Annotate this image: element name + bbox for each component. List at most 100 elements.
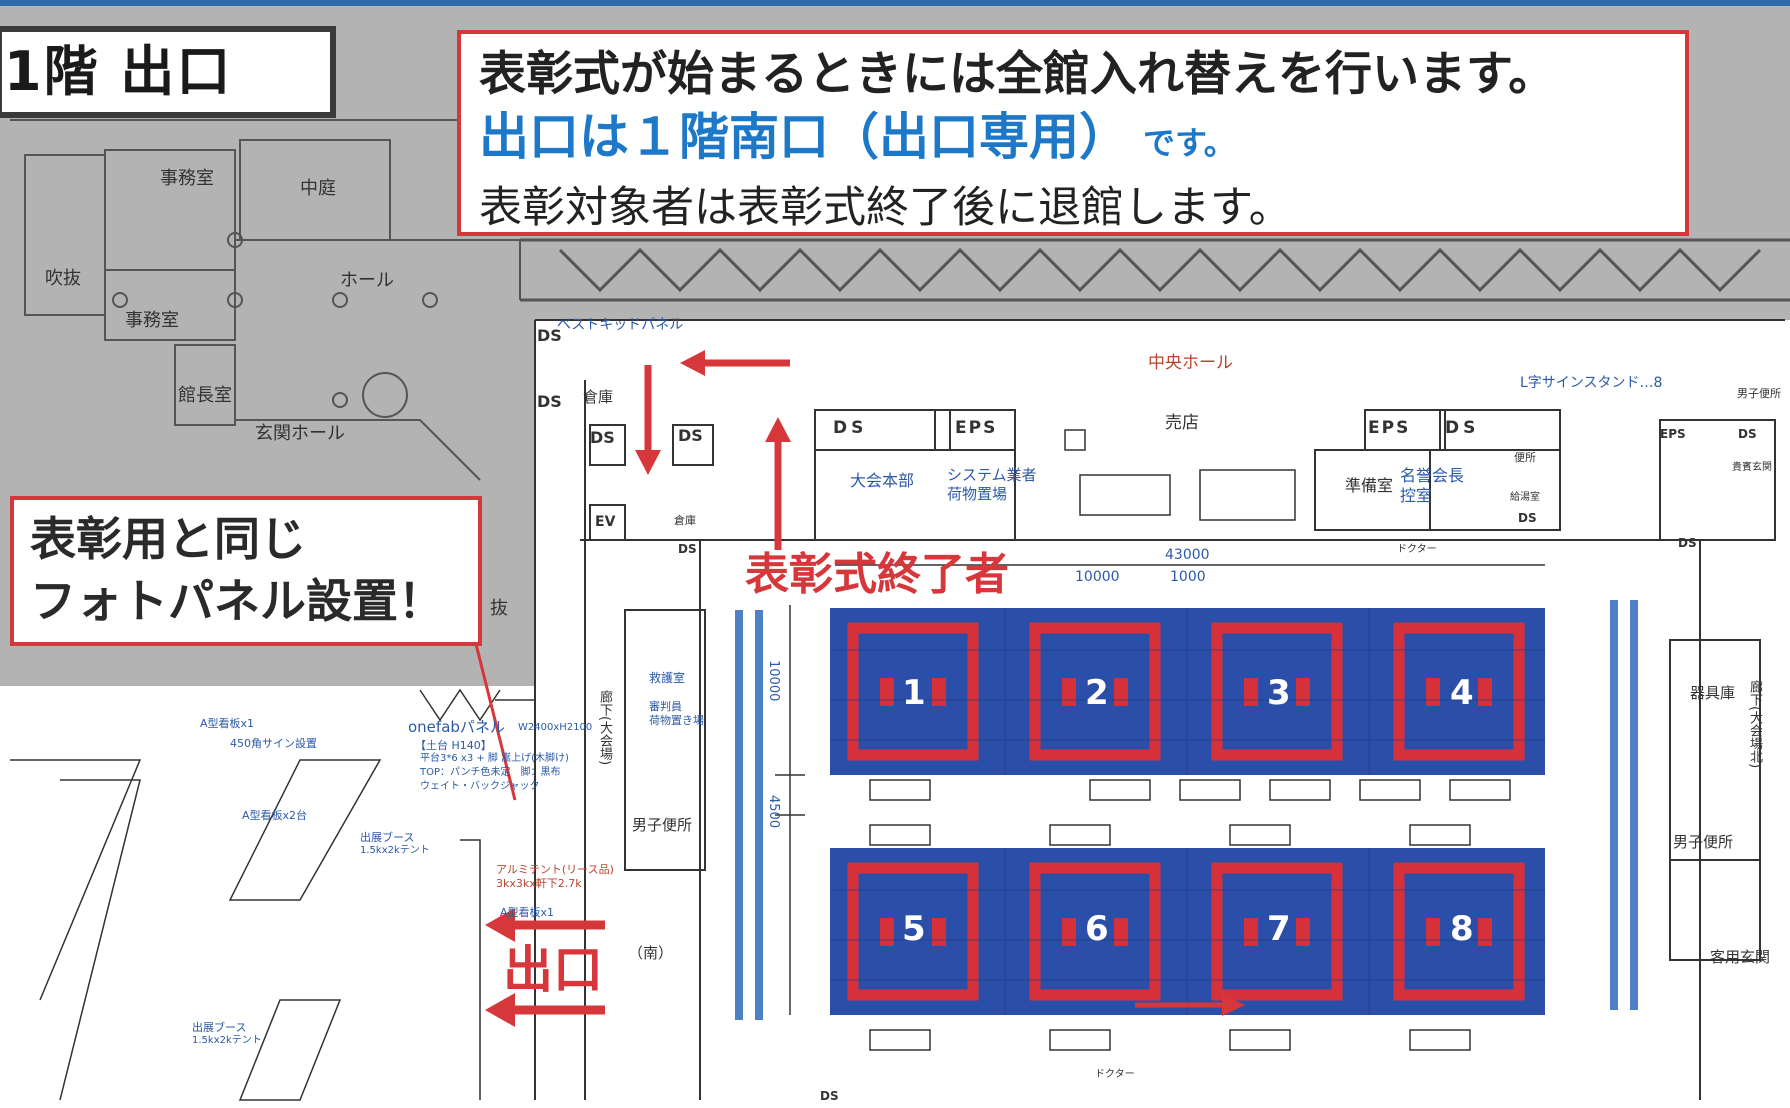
room-label: （南） [628,944,674,962]
pillar [332,392,348,408]
ds-box-4 [672,424,714,466]
room-label: 抜 [490,598,508,619]
note-label: 平台3*6 x3 + 脚 嵩上げ(木脚け) [420,753,569,764]
tables [869,429,1511,1051]
room-label: 廊下(大会場北) [1747,680,1762,769]
room-label: 倉庫 [583,388,614,406]
pillar [422,292,438,308]
room-label: 準備室 [1345,476,1394,495]
pillar [227,292,243,308]
photo-note-line-1: 表彰用と同じ [30,512,306,566]
notice-exit-suffix: です。 [1143,124,1236,162]
ds-label: DS [833,418,868,438]
note-label: A型看板x1 [500,906,555,919]
dimension-label: 43000 [1165,547,1210,563]
room-label: ドクター [1397,544,1437,555]
court-marks [880,678,1492,946]
floor-title: 1階 出口 [0,26,336,118]
room-label: システム業者 荷物置場 [947,466,1037,503]
first-aid-block [624,609,706,871]
note-label: 出展ブース [192,1021,247,1034]
photo-panel-note: 表彰用と同じ フォトパネル設置！ [10,496,482,646]
room-label: 審判員 荷物置き場 [649,700,704,727]
exit-arrow-1-head [485,908,515,942]
ds-label: DS [678,426,703,445]
ds-label: DS [1738,427,1757,441]
pillar [227,232,243,248]
honorary-room [1429,449,1561,531]
note-label: ベストキッドパネル [557,317,684,333]
court-number: 4 [1450,673,1474,713]
main-arena-walls [534,319,1785,1100]
ds-label: DS [537,326,562,345]
dimension-label: 10000 [766,660,781,702]
note-label: L字サインスタンド…8 [1520,375,1663,391]
mat-grid [830,608,1545,1015]
ev-box [589,504,626,541]
note-label: アルミテント(リース品) [496,863,614,876]
room-label: 玄関ホール [255,423,345,444]
room-label: 大会本部 [850,471,915,490]
ds-label: DS [678,542,697,556]
room-label: EV [595,514,616,530]
room-label: 中庭 [300,178,336,199]
notice-exit-main: 出口は１階南口（出口専用） [479,108,1129,166]
director-room [174,344,236,426]
exit-arrow-2-head [485,993,515,1027]
arrows [473,350,1245,1027]
entrance-wall [235,419,481,481]
photo-note-line-2: フォトパネル設置！ [30,574,444,628]
room-label: ドクター [1095,1069,1135,1080]
room-label: 館長室 [178,385,232,406]
side-benches [735,600,1638,1020]
room-label: 便所 [1514,451,1536,464]
room-label: 救護室 [649,671,686,685]
note-label: TOP：パンチ色未定 脚：黒布 [420,767,561,778]
room-label: 名誉会長 控室 [1400,466,1465,505]
pillar [332,292,348,308]
room-label: 男子便所 [1673,833,1734,851]
lower-left-area [10,688,536,1101]
note-label: 1.5kx2kテント [192,1035,262,1046]
room-label: 男子便所 [632,816,693,834]
dimension-label: 1000 [1170,569,1206,585]
notice-line-2: 出口は１階南口（出口専用） です。 [479,106,1667,180]
finishers-callout: 表彰式終了者 [745,549,1009,600]
office-room-2 [104,269,236,341]
arrow-east-head [1222,994,1245,1016]
court-number: 8 [1450,909,1474,949]
room-label: 中央ホール [1148,353,1233,373]
court-number: 1 [902,673,926,713]
arrow-west-head [680,350,705,376]
notice-line-1: 表彰式が始まるときには全館入れ替えを行います。 [479,47,1556,102]
note-label: A型看板x1 [200,717,255,730]
ds-label: DS [537,392,562,411]
note-label: 1.5kx2kテント [360,845,430,856]
top-strip [0,0,1790,6]
leader-line [473,639,517,801]
ds-label: DS [1678,536,1697,550]
note-label: onefabパネル [408,718,505,736]
ds-label: DS [1445,418,1480,438]
note-label: 450角サイン設置 [230,737,317,750]
arrow-up-head [765,417,791,442]
room-label: 倉庫 [674,514,696,527]
room-label: 客用玄関 [1710,948,1771,966]
court-number: 3 [1267,673,1291,713]
room-label: 事務室 [160,168,214,189]
courts-group [830,608,1545,1015]
north-facade [520,238,1790,302]
note-label: ウェイト・バックジャック [420,781,540,792]
pillar [112,292,128,308]
note-label: 【土台 H140】 [415,739,492,752]
room-label: 吹抜 [45,268,81,289]
court-number: 5 [902,909,926,949]
exit-callout: 出口 [503,941,603,999]
arrow-down-head [635,450,661,475]
room-label: 売店 [1165,413,1199,433]
notice-line-3: 表彰対象者は表彰式終了後に退館します。 [479,183,1292,233]
ds-label: DS [1518,511,1537,525]
room-label: 廊下(大会場) [597,690,612,766]
court-number: 7 [1267,909,1291,949]
